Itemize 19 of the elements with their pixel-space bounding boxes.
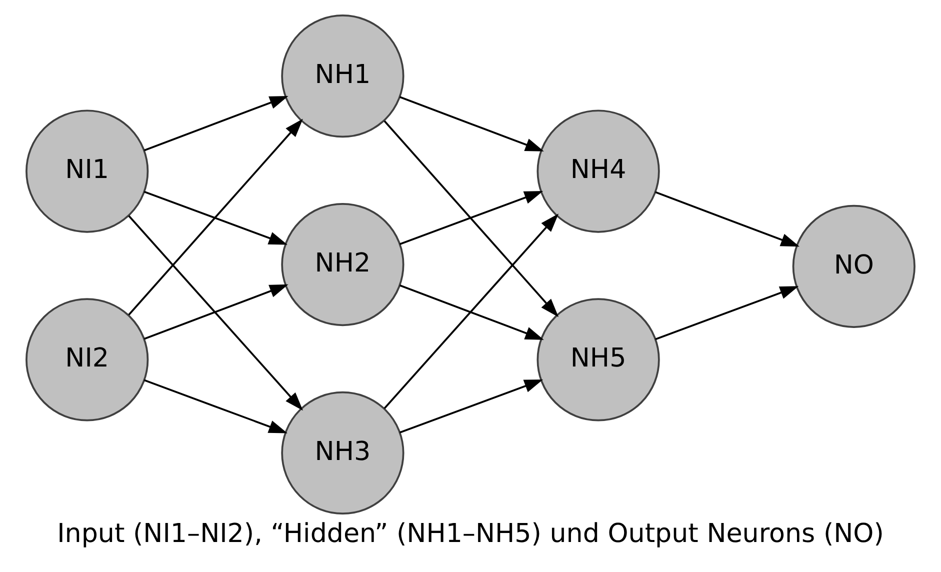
- arrow: [400, 96, 544, 152]
- node-circle: NI2: [26, 298, 149, 422]
- arrow: [655, 191, 800, 247]
- arrow: [384, 214, 559, 409]
- node-circle: NI1: [26, 110, 149, 233]
- arrow: [384, 120, 559, 318]
- arrow: [144, 284, 288, 340]
- arrow: [400, 379, 544, 434]
- arrow: [144, 96, 288, 152]
- arrow: [128, 215, 303, 411]
- arrow: [128, 118, 303, 316]
- arrow: [655, 286, 799, 340]
- arrow: [144, 190, 288, 245]
- arrow: [400, 191, 544, 245]
- arrow: [400, 284, 544, 340]
- arrow: [144, 379, 288, 434]
- node-circle: NH2: [281, 202, 404, 326]
- caption: Input (NI1–NI2), “Hidden” (NH1–NH5) und Output Neurons (NO): [57, 518, 884, 549]
- node-circle: NO: [792, 204, 916, 328]
